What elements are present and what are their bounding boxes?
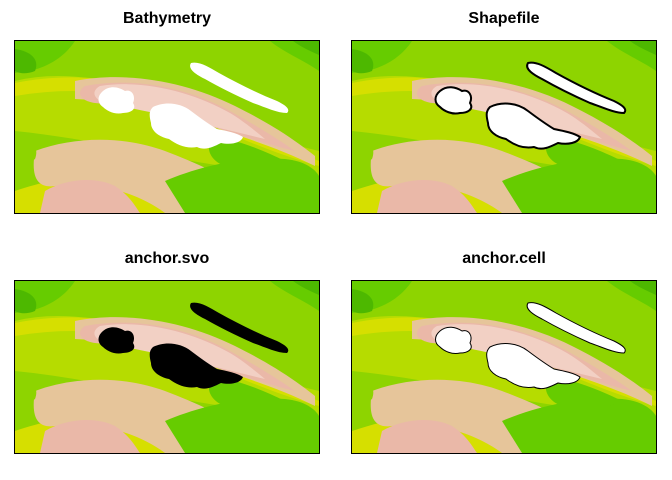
- depth-band-9: [165, 398, 319, 453]
- depth-band-9: [165, 158, 319, 213]
- lake-long-shape: [526, 302, 626, 354]
- depth-band-15: [15, 140, 37, 163]
- depth-band-15: [352, 380, 374, 403]
- depth-band-7: [377, 179, 477, 213]
- depth-band-14: [208, 136, 285, 169]
- lake-large-shape: [149, 103, 243, 149]
- depth-band-13: [630, 281, 656, 295]
- map-panel-bathymetry: [14, 40, 320, 214]
- lake-large-shape: [485, 102, 582, 150]
- bathymetry-map-2: [15, 281, 319, 453]
- bathymetry-map-1: [352, 41, 656, 213]
- depth-band-15: [15, 380, 37, 403]
- lake-long-shape: [190, 302, 289, 353]
- lake-small-shape: [98, 327, 135, 354]
- depth-band-9: [502, 158, 656, 213]
- depth-band-11: [352, 289, 374, 314]
- depth-band-7: [377, 419, 477, 453]
- map-panel-anchor-svo: [14, 280, 320, 454]
- lake-small-shape: [98, 87, 135, 114]
- depth-band-11: [15, 49, 37, 74]
- depth-band-14: [208, 376, 285, 409]
- lake-small-shape: [434, 86, 473, 115]
- panel-title-shapefile: Shapefile: [468, 10, 540, 27]
- depth-band-11: [15, 289, 37, 314]
- lake-large-shape: [149, 343, 243, 389]
- panel-title-anchor-svo: anchor.svo: [124, 250, 210, 267]
- depth-band-9: [502, 398, 656, 453]
- map-panel-anchor-cell: [351, 280, 657, 454]
- panel-title-bathymetry: Bathymetry: [122, 10, 212, 27]
- bathymetry-map-0: [15, 41, 319, 213]
- depth-band-13: [293, 281, 319, 295]
- lake-long-shape: [526, 61, 627, 115]
- lake-small-shape: [435, 326, 472, 354]
- bathymetry-map-3: [352, 281, 656, 453]
- map-panel-shapefile: [351, 40, 657, 214]
- lake-large-shape: [486, 343, 581, 390]
- depth-band-13: [630, 41, 656, 55]
- depth-band-11: [352, 49, 374, 74]
- depth-band-7: [40, 419, 140, 453]
- depth-band-13: [293, 41, 319, 55]
- panel-title-anchor-cell: anchor.cell: [462, 250, 546, 267]
- lake-long-shape: [190, 62, 289, 113]
- depth-band-7: [40, 179, 140, 213]
- depth-band-15: [352, 140, 374, 163]
